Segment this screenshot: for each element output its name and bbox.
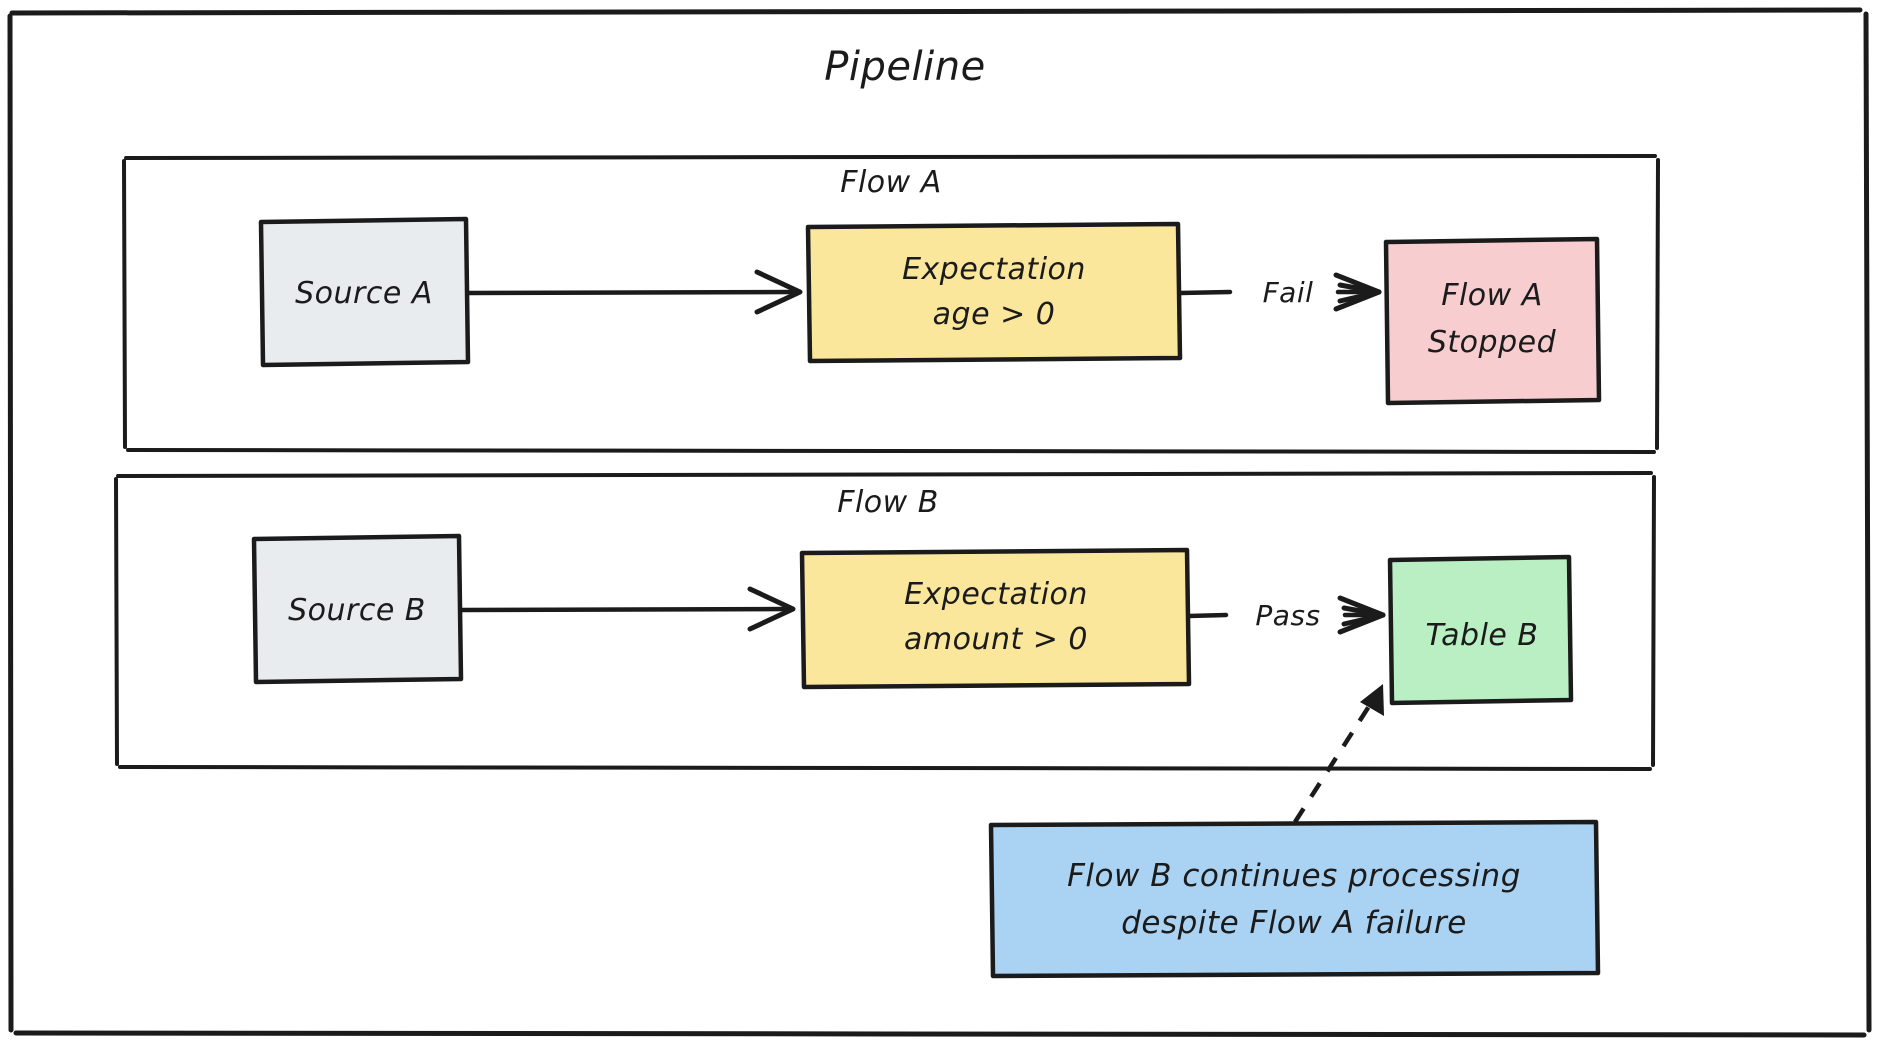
node-flow-a-stopped-line2: Stopped [1428, 325, 1557, 360]
edge-expectation-b-to-table-b: Pass [1186, 595, 1386, 635]
flow-a-label: Flow A [840, 165, 942, 200]
node-table-b[interactable]: Table B [1387, 554, 1574, 706]
note-line1: Flow B continues processing [1067, 858, 1521, 894]
pipeline-title: Pipeline [824, 44, 985, 90]
node-expectation-b-line2: amount > 0 [904, 622, 1088, 657]
edge-source-b-to-expectation-b [458, 586, 796, 632]
flow-a-container [122, 154, 1660, 454]
note-flow-b-continues[interactable]: Flow B continues processing despite Flow… [988, 819, 1601, 979]
node-source-b-label: Source B [288, 593, 426, 628]
node-source-b[interactable]: Source B [251, 533, 464, 685]
pipeline-frame [7, 7, 1872, 1038]
node-flow-a-stopped-line1: Flow A [1441, 278, 1543, 313]
flow-b-label: Flow B [837, 485, 939, 520]
node-table-b-label: Table B [1425, 618, 1538, 653]
edge-label-fail: Fail [1263, 276, 1314, 309]
node-expectation-a-line1: Expectation [902, 252, 1086, 287]
node-expectation-b[interactable]: Expectation amount > 0 [799, 547, 1192, 690]
edge-source-a-to-expectation-a [465, 269, 803, 315]
edge-expectation-a-to-flow-a-stopped: Fail [1177, 272, 1382, 312]
node-expectation-b-line1: Expectation [904, 577, 1088, 612]
edge-label-pass: Pass [1255, 599, 1320, 632]
node-source-a-label: Source A [295, 276, 433, 311]
flow-b-container [114, 471, 1656, 771]
edge-note-to-table-b [1293, 684, 1384, 824]
node-source-a[interactable]: Source A [258, 216, 471, 368]
node-flow-a-stopped[interactable]: Flow A Stopped [1383, 236, 1602, 406]
node-expectation-a[interactable]: Expectation age > 0 [805, 221, 1183, 364]
node-expectation-a-line2: age > 0 [933, 297, 1056, 332]
note-line2: despite Flow A failure [1121, 905, 1467, 941]
